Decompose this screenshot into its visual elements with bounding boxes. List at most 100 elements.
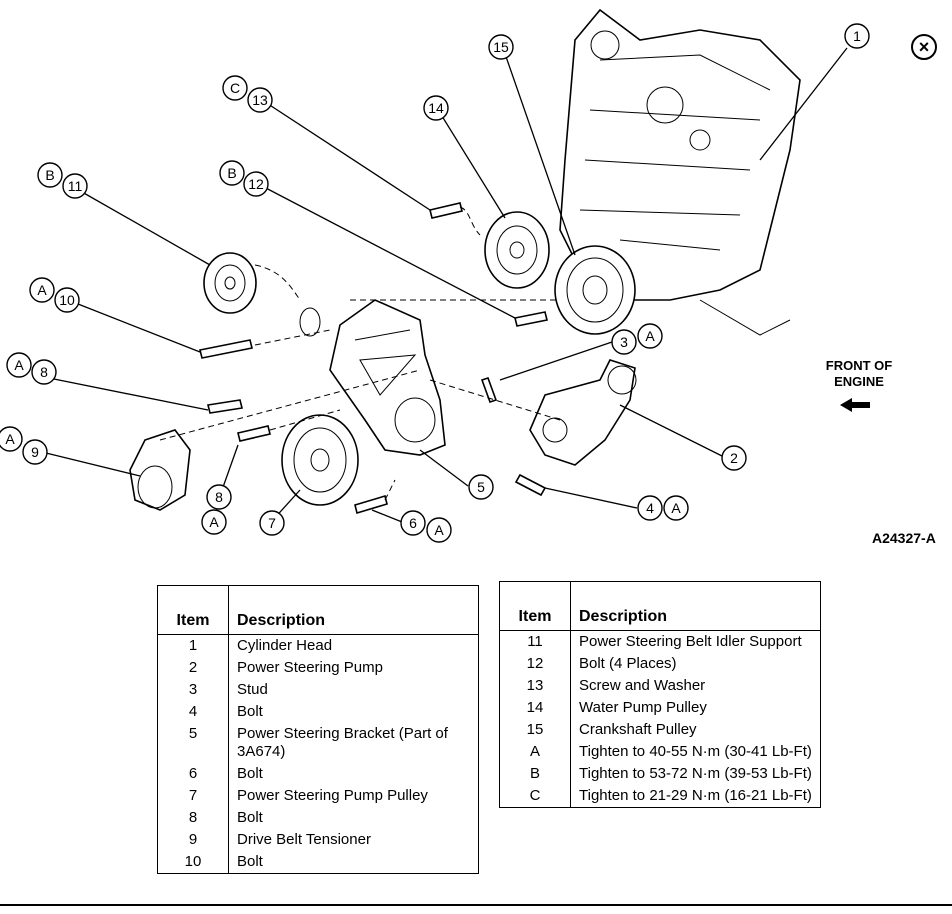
callout-14: 14 — [423, 95, 449, 121]
svg-text:A: A — [209, 514, 219, 530]
front-label-line1: FRONT OF — [825, 358, 893, 373]
svg-text:A: A — [5, 431, 15, 447]
callout-6: 6 — [400, 510, 426, 536]
item-cell: 7 — [157, 785, 229, 807]
svg-text:8: 8 — [215, 489, 223, 505]
crankshaft-pulley-drawing — [554, 245, 636, 335]
svg-text:15: 15 — [493, 39, 509, 55]
callout-12: 12 — [243, 171, 269, 197]
item-cell: 2 — [157, 657, 229, 679]
item-cell: 5 — [157, 723, 229, 763]
item-cell: 4 — [157, 701, 229, 723]
description-cell: Stud — [237, 681, 268, 698]
callout-7: 7 — [259, 510, 285, 536]
table-row: 7 Power Steering Pump Pulley — [157, 785, 479, 807]
description-cell: Bolt — [237, 809, 263, 826]
svg-text:12: 12 — [248, 176, 264, 192]
figure-id: A24327-A — [872, 530, 936, 546]
description-cell: Bolt — [237, 765, 263, 782]
svg-text:14: 14 — [428, 100, 444, 116]
callout-12-torque: B — [219, 160, 245, 186]
callout-15: 15 — [488, 34, 514, 60]
water-pump-pulley-drawing — [484, 211, 550, 289]
description-cell: Power Steering Bracket (Part of 3A674) — [237, 725, 448, 760]
description-cell: Power Steering Belt Idler Support — [579, 633, 802, 650]
item-cell: A — [499, 741, 571, 763]
drive-belt-tensioner-drawing — [129, 429, 191, 511]
description-cell: Tighten to 53-72 N·m (39-53 Lb-Ft) — [579, 765, 812, 782]
svg-text:4: 4 — [646, 500, 654, 516]
cylinder-head-drawing — [559, 8, 801, 336]
svg-text:2: 2 — [730, 450, 738, 466]
description-column-header: Description — [228, 585, 479, 635]
table-row: 2 Power Steering Pump — [157, 657, 479, 679]
svg-text:13: 13 — [252, 92, 268, 108]
svg-text:A: A — [14, 357, 24, 373]
exploded-view-diagram: 1 2 3 A 4 A 5 6 A 7 8 A 8 A 9 A 10 A 11 … — [0, 8, 870, 543]
close-icon[interactable]: × — [911, 34, 937, 60]
description-cell: Drive Belt Tensioner — [237, 831, 371, 848]
power-steering-pump-pulley-drawing — [281, 414, 359, 506]
svg-text:8: 8 — [40, 364, 48, 380]
callout-9-torque: A — [0, 426, 23, 452]
callout-3: 3 — [611, 329, 637, 355]
callout-11-torque: B — [37, 162, 63, 188]
svg-text:A: A — [37, 282, 47, 298]
svg-text:7: 7 — [268, 515, 276, 531]
callout-13: 13 — [247, 87, 273, 113]
bottom-divider — [0, 904, 952, 906]
front-of-engine-label: FRONT OF ENGINE — [812, 358, 906, 390]
svg-text:B: B — [227, 165, 236, 181]
callout-8-upper: 8 — [31, 359, 57, 385]
callout-10-torque: A — [29, 277, 55, 303]
description-cell: Power Steering Pump — [237, 659, 383, 676]
table-row: 4 Bolt — [157, 701, 479, 723]
callout-13-torque: C — [222, 75, 248, 101]
callout-2: 2 — [721, 445, 747, 471]
callout-10: 10 — [54, 287, 80, 313]
callout-6-torque: A — [426, 517, 452, 543]
svg-text:11: 11 — [68, 178, 83, 194]
table-row: 10 Bolt — [157, 851, 479, 874]
item-cell: 10 — [157, 851, 229, 874]
item-column-header: Item — [499, 581, 571, 631]
table-row: A Tighten to 40-55 N·m (30-41 Lb-Ft) — [499, 741, 821, 763]
description-cell: Bolt — [237, 703, 263, 720]
description-cell: Cylinder Head — [237, 637, 333, 654]
svg-text:9: 9 — [31, 444, 39, 460]
power-steering-bracket-drawing — [299, 299, 446, 456]
bolts-drawing — [199, 202, 548, 515]
item-cell: 15 — [499, 719, 571, 741]
svg-text:A: A — [434, 522, 444, 538]
svg-text:1: 1 — [853, 28, 861, 44]
item-cell: 11 — [499, 630, 571, 653]
item-cell: 13 — [499, 675, 571, 697]
svg-text:10: 10 — [59, 292, 75, 308]
callout-8-upper-torque: A — [6, 352, 32, 378]
svg-text:6: 6 — [409, 515, 417, 531]
callout-8-lower: 8 — [206, 484, 232, 510]
item-cell: C — [499, 785, 571, 808]
front-label-line2: ENGINE — [834, 374, 884, 389]
callout-4-torque: A — [663, 495, 689, 521]
callout-9: 9 — [22, 439, 48, 465]
item-cell: 14 — [499, 697, 571, 719]
description-cell: Power Steering Pump Pulley — [237, 787, 428, 804]
description-cell: Bolt (4 Places) — [579, 655, 677, 672]
idler-support-drawing — [203, 252, 257, 314]
callout-1: 1 — [844, 23, 870, 49]
power-steering-pump-drawing — [529, 359, 637, 466]
description-cell: Bolt — [237, 853, 263, 870]
item-cell: 8 — [157, 807, 229, 829]
description-cell: Tighten to 40-55 N·m (30-41 Lb-Ft) — [579, 743, 812, 760]
front-arrow-icon — [840, 398, 870, 412]
